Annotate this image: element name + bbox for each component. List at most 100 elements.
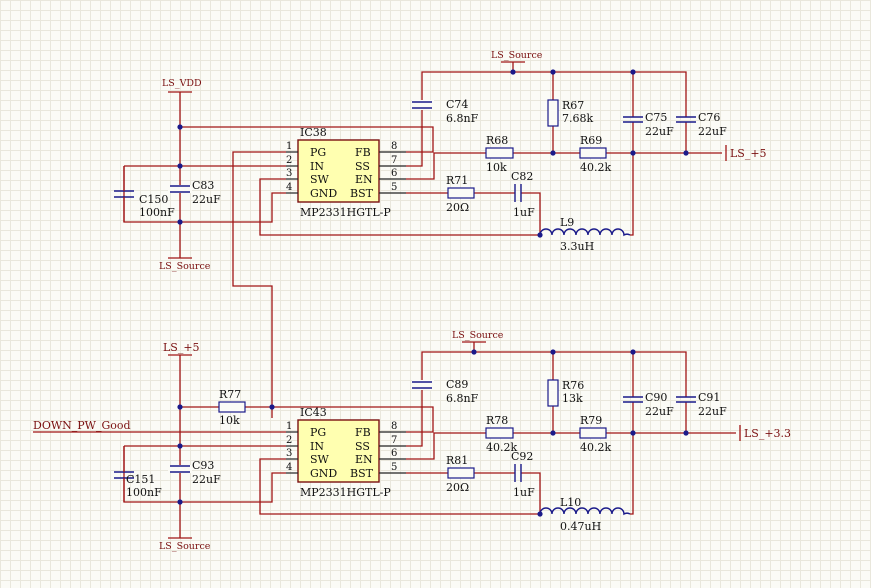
top-ic-ref: IC38 <box>300 126 327 139</box>
top-c-bst-value: 1uF <box>513 206 535 219</box>
bottom-r-pg-ref: R77 <box>219 388 241 401</box>
bottom-c-bst-ref: C92 <box>511 450 533 463</box>
top-pin-num-7: 7 <box>391 155 397 166</box>
top-pin-en: EN <box>355 173 373 186</box>
bottom-pin-sw: SW <box>310 453 330 466</box>
top-c-out-b-value: 22uF <box>698 125 727 138</box>
top-gnd-port-bottom: LS_Source <box>159 257 211 272</box>
bottom-pin-num-6: 6 <box>391 448 397 459</box>
top-c-in-a-value: 100nF <box>139 206 175 219</box>
top-pin-num-8: 8 <box>391 141 397 152</box>
top-r-top-value: 7.68k <box>562 112 593 125</box>
top-junctions <box>177 69 689 238</box>
top-c-in-b-ref: C83 <box>192 179 214 192</box>
bottom-c-bst-value: 1uF <box>513 486 535 499</box>
bottom-pin-ss: SS <box>355 440 370 453</box>
top-r-bst: R71 20Ω <box>446 174 475 214</box>
bottom-gnd-net-top-label: LS_Source <box>452 330 504 341</box>
top-r-fb-value: 10k <box>486 161 507 174</box>
top-c-out-a-ref: C75 <box>645 111 667 124</box>
bottom-pin-pg: PG <box>310 426 326 439</box>
bottom-pin-num-7: 7 <box>391 435 397 446</box>
top-r-fb2: R69 40.2k <box>579 134 611 174</box>
top-c-out-a-value: 22uF <box>645 125 674 138</box>
top-c-out-b-ref: C76 <box>698 111 720 124</box>
bottom-pin-num-8: 8 <box>391 421 397 432</box>
bottom-pin-num-5: 5 <box>391 462 397 473</box>
bottom-r-fb2-value: 40.2k <box>580 441 611 454</box>
top-c-bst: C82 1uF <box>511 170 535 219</box>
bottom-c-out-a: C90 22uF <box>623 391 674 418</box>
bottom-c-in-b: C93 22uF <box>168 459 221 486</box>
top-r-bst-ref: R71 <box>446 174 468 187</box>
bottom-inductor: L10 0.47uH <box>539 496 631 533</box>
bottom-c-in-a-value: 100nF <box>126 486 162 499</box>
top-in-port: LS_VDD <box>162 78 202 93</box>
bottom-c-bst: C92 1uF <box>511 450 535 499</box>
bottom-c-ss: C89 6.8nF <box>412 378 479 405</box>
bottom-ic-part: MP2331HGTL-P <box>300 486 391 499</box>
top-c-ss-ref: C74 <box>446 98 468 111</box>
bottom-pg-net-label: DOWN_PW_Good <box>33 419 131 432</box>
top-r-top: R67 7.68k <box>547 99 593 127</box>
bottom-pin-gnd: GND <box>310 467 337 480</box>
top-c-ss-value: 6.8nF <box>446 112 479 125</box>
bottom-pin-num-2: 2 <box>286 435 292 446</box>
top-pin-fb: FB <box>355 146 371 159</box>
bottom-c-in-b-value: 22uF <box>192 473 221 486</box>
bottom-c-out-b-ref: C91 <box>698 391 720 404</box>
bottom-r-fb2: R79 40.2k <box>579 414 611 454</box>
bottom-pin-num-3: 3 <box>286 448 292 459</box>
top-r-fb-ref: R68 <box>486 134 508 147</box>
bottom-c-in-a-ref: C151 <box>126 473 155 486</box>
bottom-r-fb-ref: R78 <box>486 414 508 427</box>
top-r-fb: R68 10k <box>485 134 514 174</box>
top-inductor-ref: L9 <box>560 216 574 229</box>
top-out-net-label: LS_+5 <box>730 147 767 160</box>
bottom-inductor-value: 0.47uH <box>560 520 601 533</box>
bottom-pin-num-1: 1 <box>286 421 292 432</box>
top-c-in-a-ref: C150 <box>139 193 168 206</box>
bottom-r-top-value: 13k <box>562 392 583 405</box>
top-pin-gnd: GND <box>310 187 337 200</box>
bottom-r-pg: R77 10k <box>218 388 246 427</box>
top-inductor-value: 3.3uH <box>560 240 594 253</box>
bottom-in-port: LS_+5 <box>163 341 200 356</box>
top-r-fb2-value: 40.2k <box>580 161 611 174</box>
top-pin-in: IN <box>310 160 324 173</box>
top-pin-pg: PG <box>310 146 326 159</box>
bottom-inductor-ref: L10 <box>560 496 581 509</box>
top-regulator: LS_VDD LS_Source LS_Source LS_+5 IC38 MP <box>114 50 767 418</box>
bottom-ic-ref: IC43 <box>300 406 327 419</box>
top-inductor: L9 3.3uH <box>539 216 631 253</box>
top-c-in-a: C150 100nF <box>114 166 175 222</box>
top-pin-num-6: 6 <box>391 168 397 179</box>
bottom-out-net-label: LS_+3.3 <box>744 427 791 440</box>
bottom-r-top: R76 13k <box>547 379 584 407</box>
top-r-fb2-ref: R69 <box>580 134 602 147</box>
top-c-in-b-value: 22uF <box>192 193 221 206</box>
bottom-c-out-b-value: 22uF <box>698 405 727 418</box>
top-gnd-net-top-label: LS_Source <box>491 50 543 61</box>
top-pin-bst: BST <box>350 187 374 200</box>
bottom-gnd-net-bottom-label: LS_Source <box>159 541 211 552</box>
bottom-regulator: LS_+5 DOWN_PW_Good LS_Source LS_Source L… <box>33 330 791 552</box>
bottom-pin-in: IN <box>310 440 324 453</box>
bottom-r-fb: R78 40.2k <box>485 414 517 454</box>
bottom-in-net-label: LS_+5 <box>163 341 200 354</box>
bottom-r-top-ref: R76 <box>562 379 584 392</box>
top-out-port: LS_+5 <box>725 145 767 161</box>
bottom-pin-fb: FB <box>355 426 371 439</box>
top-in-net-label: LS_VDD <box>162 78 202 89</box>
top-pin-ss: SS <box>355 160 370 173</box>
top-ic: IC38 MP2331HGTL-P PG IN SW GND FB SS EN … <box>286 126 406 219</box>
top-c-in-b: C83 22uF <box>168 179 221 206</box>
bottom-r-bst-value: 20Ω <box>446 481 469 494</box>
bottom-out-port: LS_+3.3 <box>739 425 791 441</box>
top-r-top-ref: R67 <box>562 99 584 112</box>
bottom-c-out-a-value: 22uF <box>645 405 674 418</box>
top-gnd-net-bottom-label: LS_Source <box>159 261 211 272</box>
top-wires <box>123 62 722 418</box>
bottom-r-pg-value: 10k <box>219 414 240 427</box>
